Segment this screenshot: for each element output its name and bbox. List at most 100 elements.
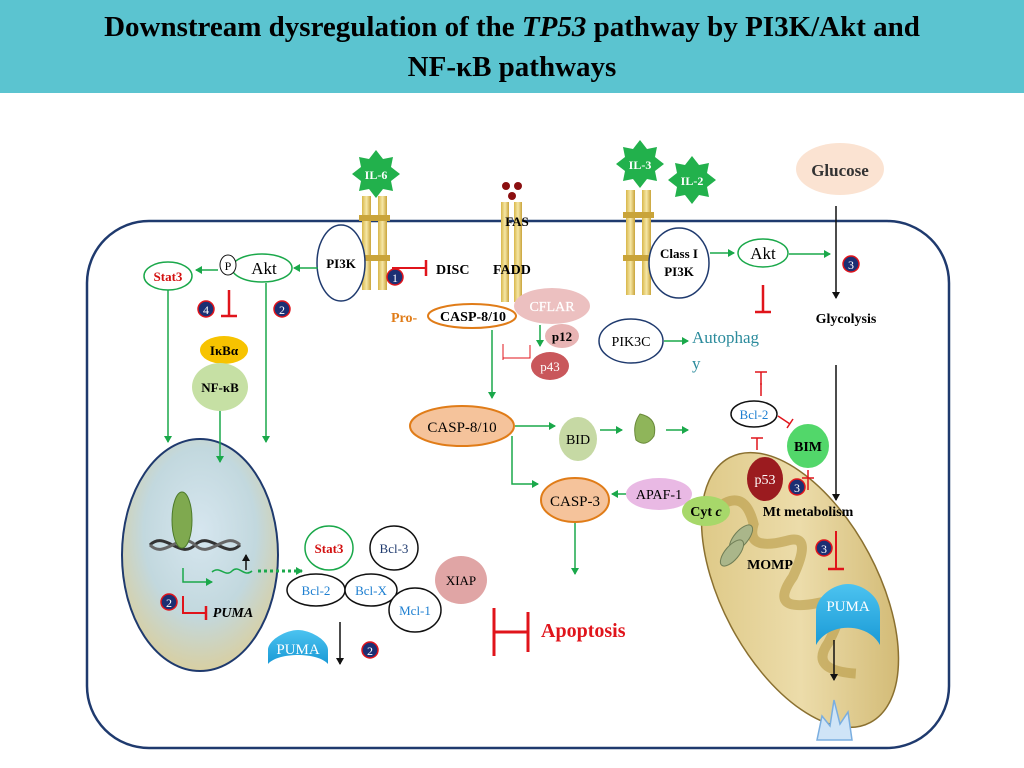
mcl1-label: Mcl-1 (399, 603, 431, 618)
il3-label: IL-3 (629, 158, 652, 172)
ikba-node (200, 336, 248, 364)
pi3k-node (316, 224, 366, 302)
glucose-label: Glucose (811, 161, 869, 180)
nfkb-label: NF-κB (201, 380, 239, 395)
svg-text:3: 3 (848, 258, 854, 272)
mcl1-node (388, 587, 442, 633)
autophagy-label-line1: Autophag (692, 328, 760, 347)
page-title-line-2: NF-κB pathways (407, 51, 617, 83)
akt-label-left: Akt (251, 259, 277, 278)
bcl2-node-right (730, 400, 778, 428)
stat3-label-left: Stat3 (154, 269, 183, 284)
page-title-line-1: Downstream dysregulation of the TP53 pat… (104, 11, 920, 43)
svg-text:2: 2 (279, 303, 285, 317)
pik3c-label: PIK3C (612, 335, 651, 350)
p12-label: p12 (552, 329, 572, 344)
il3-il2-receptor (616, 140, 716, 295)
p53-node (747, 457, 783, 501)
pik3c-node (598, 318, 664, 364)
badge-1: 1 (386, 268, 404, 286)
xiap-node (435, 556, 487, 604)
p43-node (531, 352, 569, 380)
pro-prefix-label: Pro- (391, 311, 418, 326)
bclx-label: Bcl-X (355, 583, 387, 598)
autophagy-label-line2: y (692, 354, 701, 373)
bid-label: BID (566, 433, 590, 448)
nucleus (121, 438, 279, 672)
class1-pi3k-label-line2: PI3K (664, 264, 695, 279)
phospho-label: P (225, 259, 232, 273)
glycolysis-label: Glycolysis (816, 312, 877, 327)
puma-protein-left (268, 630, 328, 664)
stat3-label-nuclear: Stat3 (315, 541, 344, 556)
mt-metabolism-label: Mt metabolism (763, 505, 854, 520)
badge-2-nucleus: 2 (160, 593, 178, 611)
bcl3-node (369, 525, 419, 571)
xiap-label: XIAP (446, 573, 476, 588)
nfkb-node (192, 363, 248, 411)
svg-text:2: 2 (367, 644, 373, 658)
casp3-node (540, 477, 610, 523)
cflar-node (514, 288, 590, 324)
bcl2-label-right: Bcl-2 (740, 407, 769, 422)
apaf1-node (626, 478, 692, 510)
cytc-release-icon (719, 524, 754, 567)
casp810-label: CASP-8/10 (427, 420, 496, 436)
casp3-label: CASP-3 (550, 494, 600, 510)
fas-receptor (501, 182, 522, 302)
svg-text:3: 3 (794, 481, 800, 495)
puma-aggregate-icon (816, 699, 853, 741)
pro-casp810-node (427, 303, 517, 329)
puma-gene-label: PUMA (213, 606, 253, 621)
class1-pi3k-node (648, 227, 710, 299)
cytc-label: Cyt c (690, 505, 722, 520)
badge-3-momp: 3 (815, 539, 833, 557)
puma-label-right: PUMA (826, 599, 870, 615)
il6-label: IL-6 (365, 168, 388, 182)
phospho-node (219, 254, 237, 276)
svg-text:1: 1 (392, 271, 398, 285)
svg-text:2: 2 (166, 596, 172, 610)
casp810-node (409, 405, 515, 447)
cytc-node (682, 496, 730, 526)
fas-label: FAS (505, 214, 529, 229)
tbid-icon (634, 413, 656, 444)
il2-label: IL-2 (681, 174, 704, 188)
bim-label: BIM (794, 440, 822, 455)
bclx-node (344, 573, 398, 607)
bcl3-label: Bcl-3 (380, 541, 409, 556)
puma-label-left: PUMA (276, 642, 320, 658)
p43-label: p43 (540, 359, 560, 374)
badge-4: 4 (197, 300, 215, 318)
svg-text:4: 4 (203, 303, 209, 317)
p53-label: p53 (755, 473, 776, 488)
bid-node (559, 417, 597, 461)
badge-3-p53: 3 (788, 478, 806, 496)
disc-label: DISC (436, 263, 469, 278)
cflar-label: CFLAR (529, 300, 575, 315)
fadd-label: FADD (493, 263, 531, 278)
badge-2: 2 (273, 300, 291, 318)
il6-receptor (352, 150, 400, 290)
apaf1-label: APAF-1 (636, 488, 682, 503)
mitochondrion (700, 451, 900, 729)
p12-node (545, 324, 579, 348)
glucose-node (796, 143, 884, 195)
dna-helix-icon (148, 491, 242, 551)
class1-pi3k-label-line1: Class I (660, 246, 698, 261)
pi3k-label: PI3K (326, 256, 357, 271)
puma-protein-right (816, 584, 880, 645)
stat3-node-nuclear (304, 525, 354, 571)
title-bar: Downstream dysregulation of the TP53 pat… (0, 0, 1024, 93)
bim-node (787, 424, 829, 468)
svg-text:3: 3 (821, 542, 827, 556)
akt-node-right (737, 238, 789, 268)
akt-label-right: Akt (750, 244, 776, 263)
badge-3: 3 (842, 255, 860, 273)
badge-2-puma: 2 (361, 641, 379, 659)
pro-casp810-label: CASP-8/10 (440, 310, 506, 325)
momp-label: MOMP (747, 558, 793, 573)
ikba-label: IκBα (210, 343, 239, 358)
bcl2-label-left: Bcl-2 (302, 583, 331, 598)
